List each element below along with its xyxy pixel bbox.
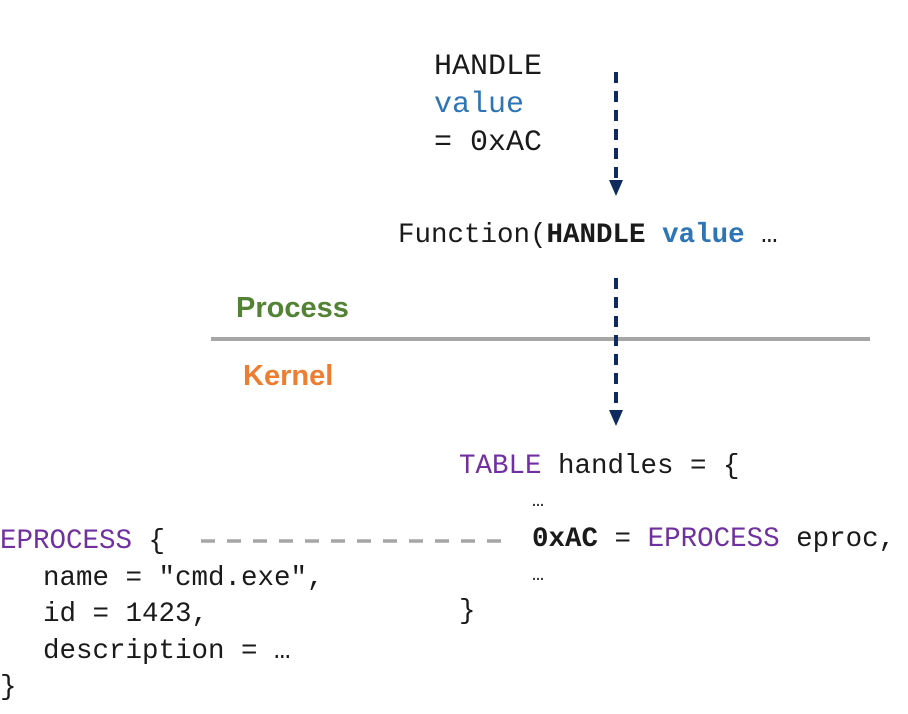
table-entry-key: 0xAC — [532, 524, 599, 555]
eprocess-field: id = 1423, — [43, 599, 209, 630]
handle-variable-name: value — [434, 88, 525, 122]
handle-assignment: = 0xAC — [434, 126, 543, 160]
handle-table-decl: TABLE handles = { — [459, 451, 740, 483]
table-entry-value: eproc, — [796, 524, 896, 555]
eprocess-field: name = "cmd.exe", — [43, 563, 324, 594]
process-label: Process — [236, 292, 349, 324]
handle-type-keyword: HANDLE — [434, 50, 543, 84]
table-ellipsis-after: … — [532, 564, 545, 587]
table-type-keyword: TABLE — [459, 451, 542, 482]
table-entry-type: EPROCESS — [647, 524, 780, 555]
eprocess-type-keyword: EPROCESS — [0, 526, 133, 557]
arrow-down-icon — [609, 180, 623, 196]
table-entry-eq: = — [614, 524, 632, 555]
function-param-name: value — [662, 220, 745, 251]
table-entry: 0xAC = EPROCESS eproc, — [532, 524, 895, 556]
function-call: Function(HANDLE value … — [398, 220, 778, 252]
kernel-label: Kernel — [243, 360, 334, 392]
eprocess-close-brace: } — [0, 672, 17, 703]
eprocess-open-brace: { — [148, 526, 166, 557]
handle-declaration: HANDLE value = 0xAC — [398, 10, 542, 162]
eprocess-header: EPROCESS { — [0, 526, 165, 558]
eprocess-field: description = … — [43, 636, 291, 667]
function-param-type: HANDLE — [546, 220, 646, 251]
arrow-down-icon — [609, 410, 623, 426]
table-declaration: handles = { — [558, 451, 740, 482]
function-prefix: Function( — [398, 220, 547, 251]
function-ellipsis: … — [761, 220, 778, 251]
table-ellipsis-before: … — [532, 490, 545, 513]
table-close-brace: } — [459, 596, 476, 627]
